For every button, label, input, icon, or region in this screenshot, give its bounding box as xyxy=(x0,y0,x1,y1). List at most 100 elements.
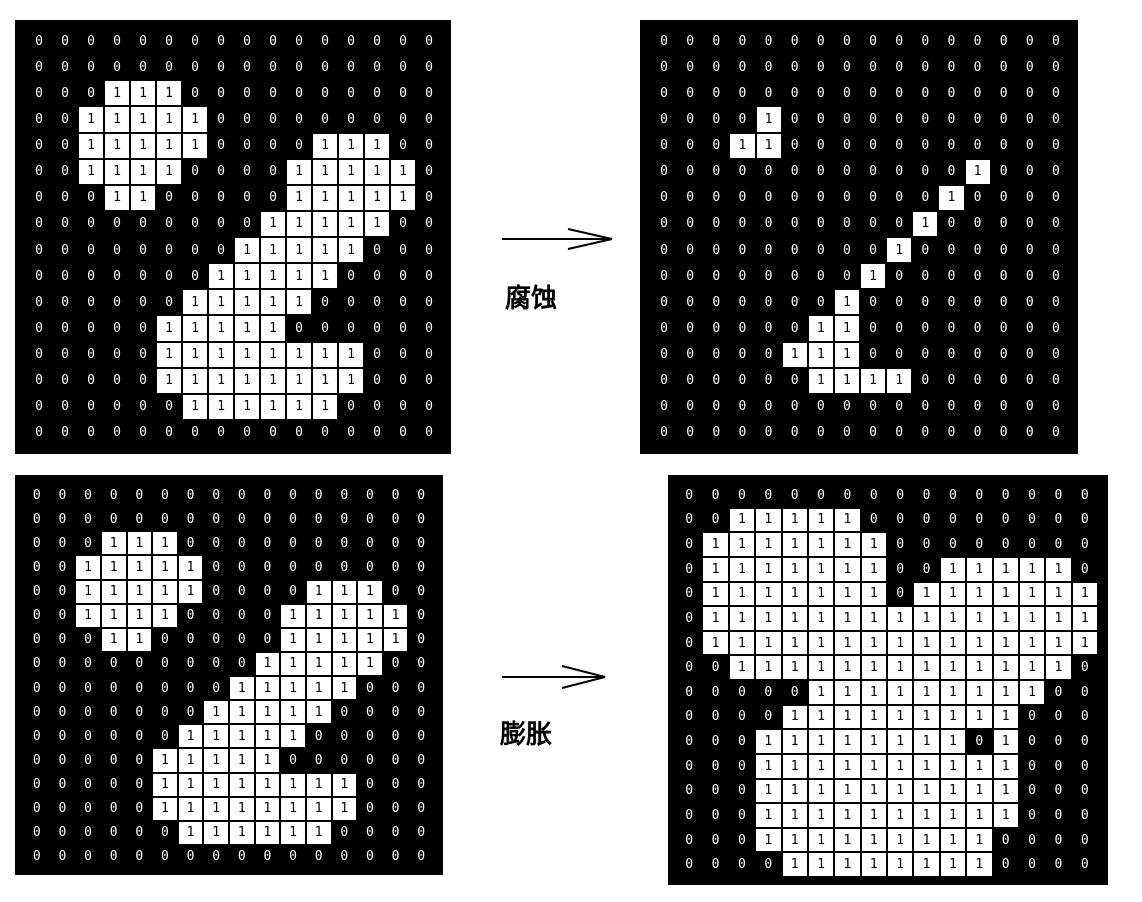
grid-cell: 0 xyxy=(816,138,825,154)
grid-cell: 0 xyxy=(869,85,877,101)
grid-cell: 1 xyxy=(1071,630,1098,656)
grid-cell: 0 xyxy=(58,656,67,672)
grid-cell: 0 xyxy=(685,537,694,553)
grid-cell: 0 xyxy=(417,608,426,624)
grid-cell: 0 xyxy=(373,347,381,363)
grid-cell: 0 xyxy=(61,268,69,284)
grid-cell: 0 xyxy=(1028,807,1036,823)
grid-cell: 1 xyxy=(860,852,887,877)
grid-cell: 1 xyxy=(338,341,364,368)
grid-cell: 1 xyxy=(807,630,835,656)
grid-cell: 0 xyxy=(399,399,407,415)
grid-cell: 0 xyxy=(87,59,95,75)
grid-cell: 0 xyxy=(973,111,982,127)
grid-cell: 1 xyxy=(1018,680,1046,705)
grid-cell: 0 xyxy=(186,608,195,624)
grid-cell: 1 xyxy=(254,700,281,725)
grid-cell: 0 xyxy=(269,85,277,101)
grid-cell: 0 xyxy=(399,268,407,284)
grid-cell: 0 xyxy=(425,268,433,284)
grid-cell: 1 xyxy=(887,729,914,754)
grid-cell: 1 xyxy=(260,341,286,368)
grid-cell: 1 xyxy=(1018,581,1046,607)
grid-cell: 0 xyxy=(35,111,43,127)
grid-cell: 0 xyxy=(399,373,407,389)
grid-cell: 0 xyxy=(895,268,904,284)
grid-cell: 1 xyxy=(860,581,887,607)
grid-cell: 1 xyxy=(152,555,178,580)
grid-cell: 1 xyxy=(992,606,1019,631)
grid-cell: 1 xyxy=(152,796,178,821)
grid-cell: 0 xyxy=(295,138,303,154)
grid-cell: 1 xyxy=(208,393,234,420)
grid-cell: 0 xyxy=(191,33,199,49)
grid-cell: 0 xyxy=(869,399,877,415)
grid-cell: 0 xyxy=(816,268,825,284)
grid-cell: 0 xyxy=(816,399,825,415)
grid-cell: 0 xyxy=(347,399,355,415)
grid-cell: 0 xyxy=(738,347,747,363)
grid-cell: 0 xyxy=(373,373,381,389)
grid-cell: 0 xyxy=(869,294,877,310)
grid-cell: 1 xyxy=(1018,606,1046,631)
grid-cell: 0 xyxy=(191,85,199,101)
grid-cell: 0 xyxy=(738,425,747,441)
grid-cell: 1 xyxy=(305,627,332,652)
grid-cell: 1 xyxy=(254,724,281,749)
grid-cell: 0 xyxy=(84,680,92,696)
grid-cell: 1 xyxy=(177,748,204,773)
grid-cell: 0 xyxy=(843,164,851,180)
grid-cell: 0 xyxy=(1052,373,1060,389)
grid-cell: 0 xyxy=(1025,190,1034,206)
grid-cell: 0 xyxy=(191,216,199,232)
grid-cell: 0 xyxy=(391,511,400,527)
grid-cell: 0 xyxy=(790,399,799,415)
grid-cell: 0 xyxy=(1080,807,1089,823)
grid-cell: 1 xyxy=(966,852,993,877)
grid-cell: 0 xyxy=(921,320,930,336)
grid-cell: 1 xyxy=(886,237,913,264)
grid-cell: 1 xyxy=(254,796,281,821)
grid-cell: 0 xyxy=(738,857,746,873)
grid-cell: 1 xyxy=(939,827,967,853)
grid-cell: 0 xyxy=(347,320,355,336)
grid-cell: 0 xyxy=(921,190,930,206)
grid-cell: 0 xyxy=(947,242,956,258)
grid-cell: 0 xyxy=(263,511,272,527)
grid-cell: 0 xyxy=(391,704,400,720)
grid-cell: 1 xyxy=(833,367,860,394)
grid-cell: 1 xyxy=(331,579,358,604)
grid-cell: 1 xyxy=(260,237,286,264)
grid-cell: 0 xyxy=(712,85,721,101)
grid-cell: 1 xyxy=(280,676,306,701)
grid-cell: 1 xyxy=(781,581,808,607)
grid-cell: 0 xyxy=(764,347,773,363)
grid-cell: 0 xyxy=(113,59,121,75)
grid-cell: 0 xyxy=(738,33,747,49)
grid-cell: 0 xyxy=(295,85,303,101)
grid-cell: 1 xyxy=(234,367,260,394)
grid-cell: 0 xyxy=(32,608,41,624)
grid-cell: 1 xyxy=(992,704,1019,730)
grid-cell: 0 xyxy=(1025,111,1034,127)
grid-cell: 0 xyxy=(425,294,433,310)
grid-cell: 0 xyxy=(738,373,747,389)
grid-cell: 1 xyxy=(966,556,993,582)
grid-cell: 0 xyxy=(947,347,956,363)
grid-cell: 0 xyxy=(84,704,92,720)
grid-cell: 0 xyxy=(347,59,355,75)
grid-cell: 0 xyxy=(32,656,41,672)
grid-cell: 0 xyxy=(135,656,144,672)
grid-cell: 1 xyxy=(781,341,808,368)
grid-cell: 0 xyxy=(712,164,721,180)
grid-cell: 1 xyxy=(729,132,756,159)
grid-cell: 1 xyxy=(834,532,861,557)
grid-cell: 1 xyxy=(992,729,1019,754)
grid-cell: 1 xyxy=(177,796,204,821)
grid-cell: 0 xyxy=(425,242,433,258)
grid-cell: 0 xyxy=(243,59,251,75)
grid-cell: 1 xyxy=(807,778,835,804)
grid-cell: 0 xyxy=(165,190,173,206)
grid-cell: 0 xyxy=(1025,347,1034,363)
grid-cell: 0 xyxy=(764,33,773,49)
